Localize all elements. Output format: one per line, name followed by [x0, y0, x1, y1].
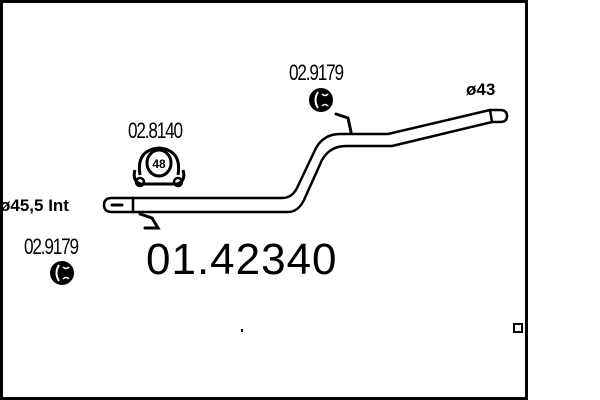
main-part-number: 01.42340: [146, 235, 338, 284]
hanger-bracket-inlet: [138, 212, 161, 230]
part-label-clamp: 02.8140: [128, 118, 183, 143]
part-label-hanger-bottom: 02.9179: [24, 234, 79, 259]
stray-mark: [241, 329, 243, 332]
rubber-hanger-icon-top: [309, 88, 333, 112]
inlet-dimension: ø45,5 Int: [0, 196, 69, 215]
diagram-frame: [0, 0, 528, 400]
outlet-dimension: ø43: [466, 80, 496, 99]
part-label-hanger-top: 02.9179: [289, 60, 344, 85]
clamp-icon: 48: [132, 146, 186, 188]
rubber-hanger-icon-bottom: [50, 261, 74, 285]
edge-marker: [513, 323, 523, 333]
pipe-outline: [102, 108, 509, 214]
svg-text:48: 48: [152, 157, 166, 171]
hanger-bracket-top: [334, 112, 353, 134]
